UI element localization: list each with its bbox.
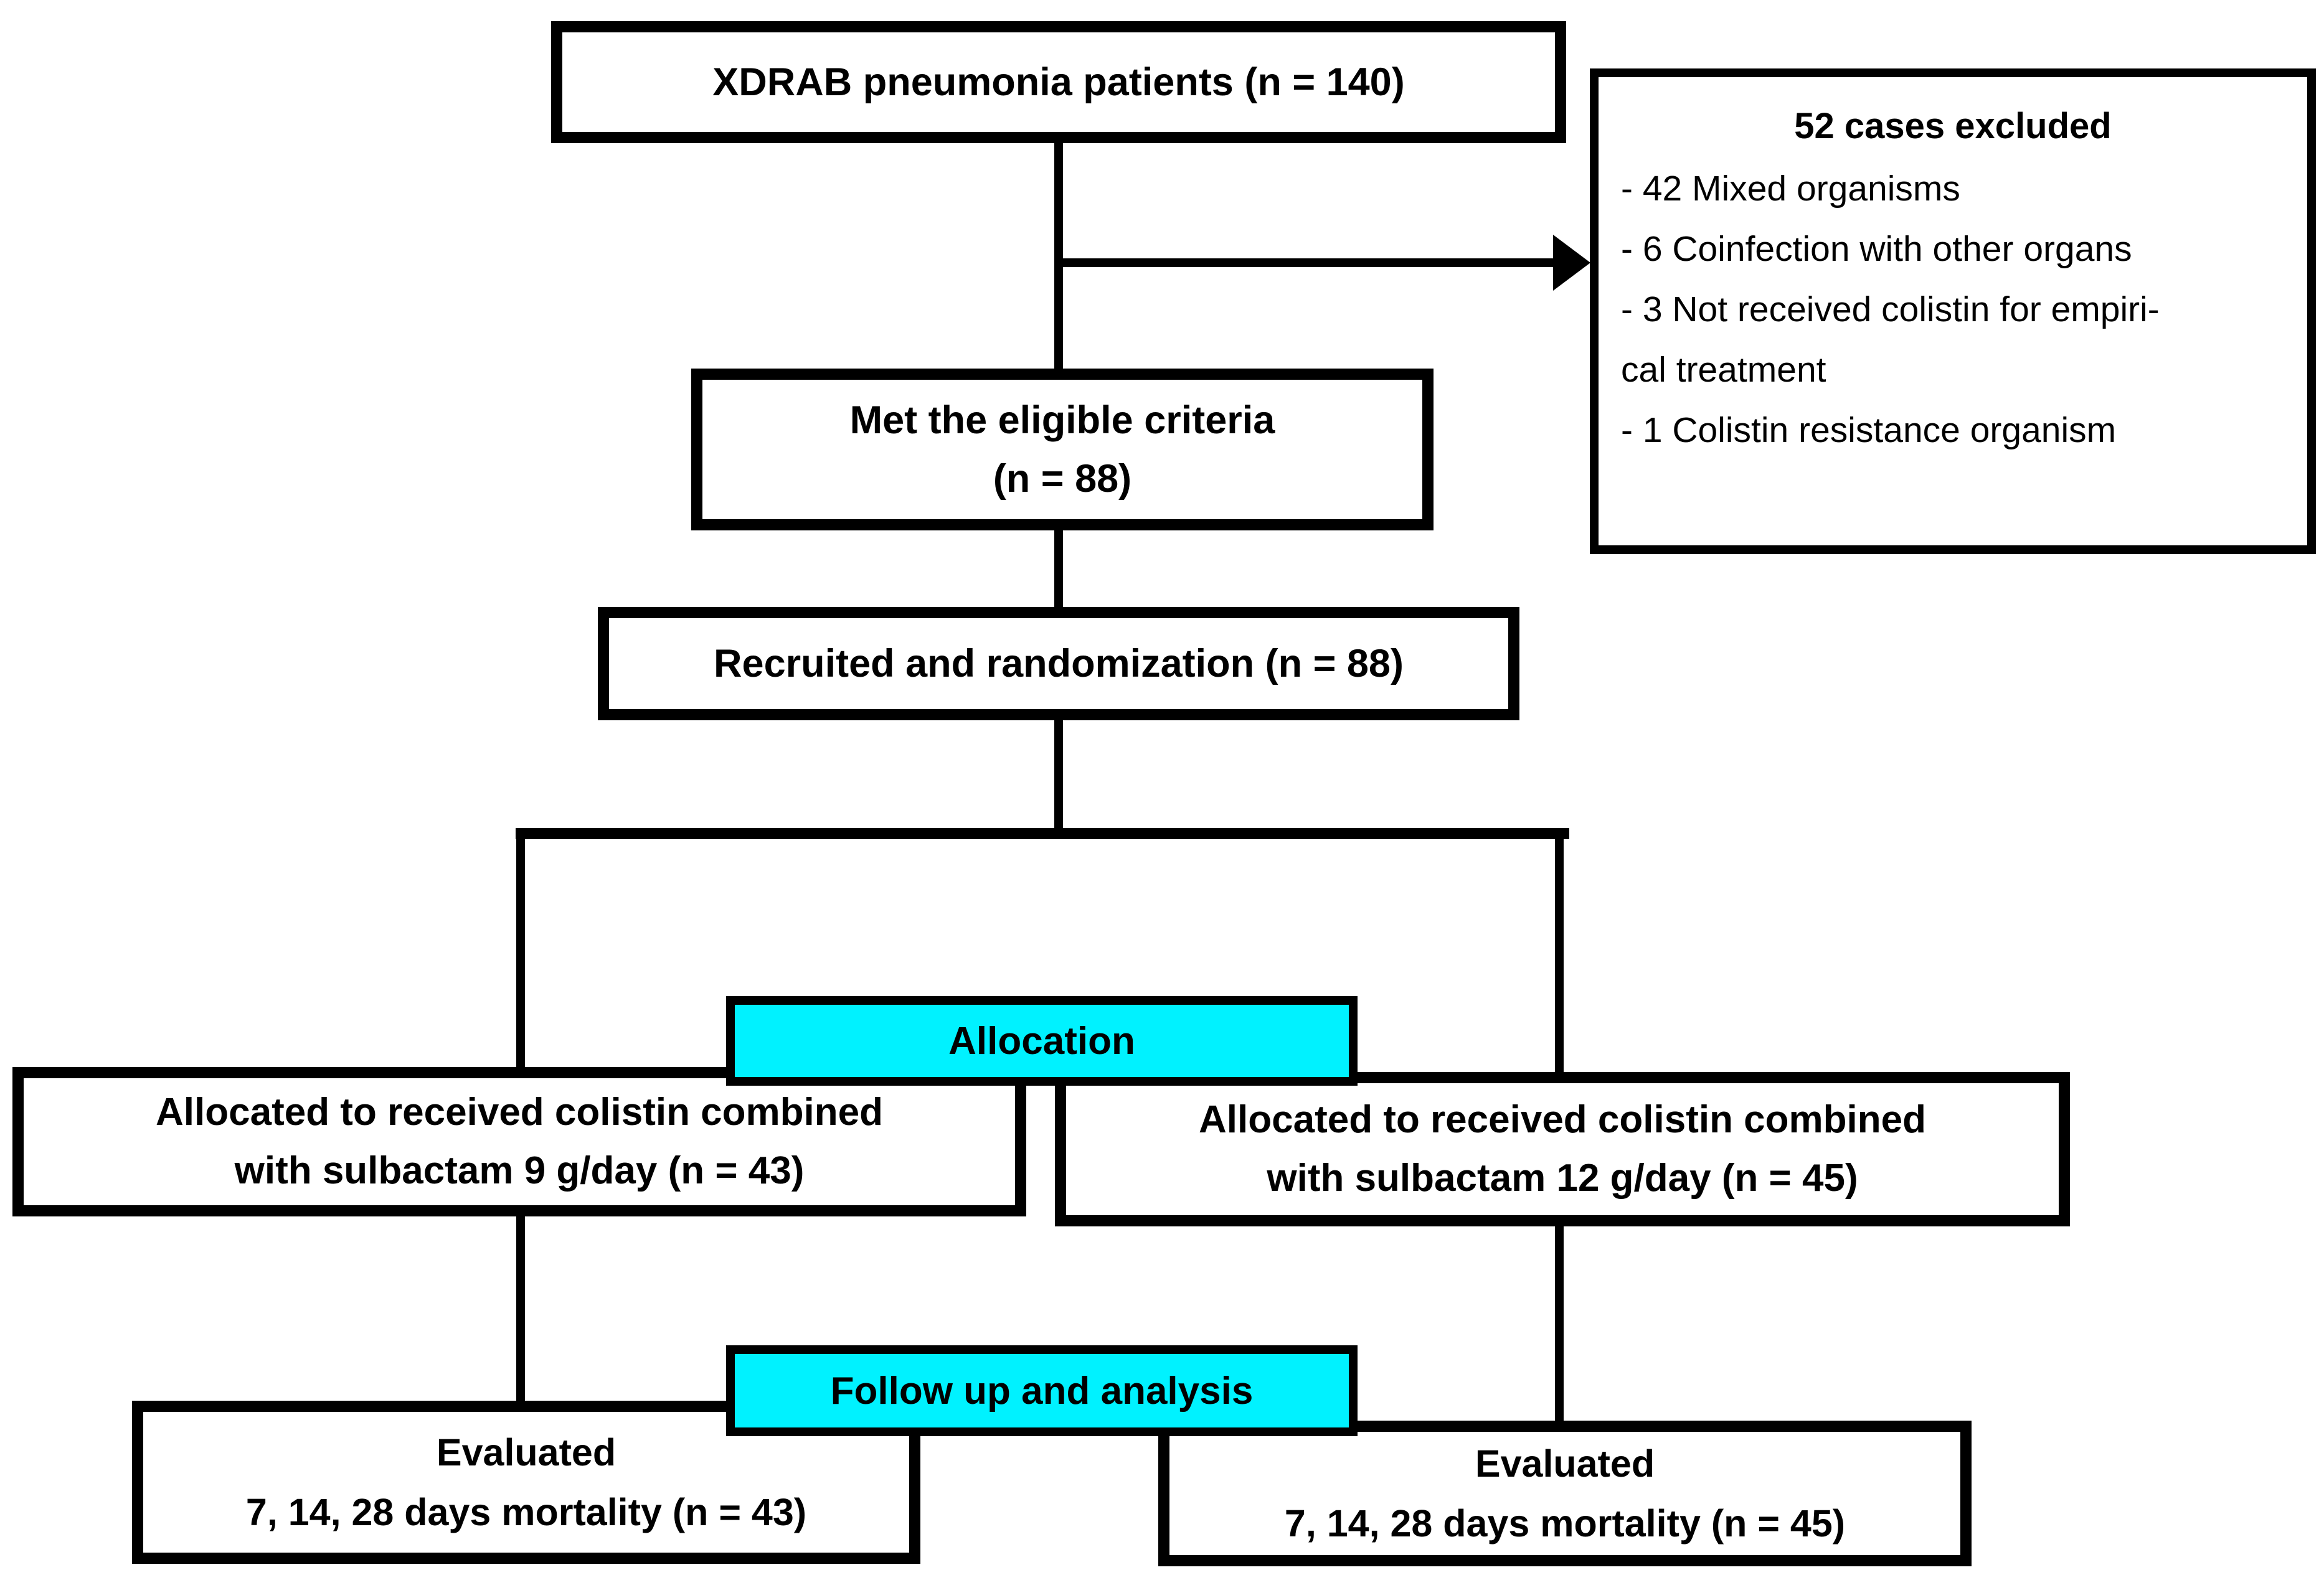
eval-right-line2: 7, 14, 28 days mortality (n = 45) bbox=[1284, 1502, 1846, 1545]
excluded-item: - 1 Colistin resistance organism bbox=[1621, 410, 2117, 450]
connector-eligible-to-recruited bbox=[1054, 528, 1063, 609]
split-bar bbox=[516, 828, 1569, 839]
excluded-item: - 6 Coinfection with other organs bbox=[1621, 229, 2132, 269]
followup-banner-label: Follow up and analysis bbox=[830, 1369, 1254, 1413]
excluded-box-title: 52 cases excluded bbox=[1794, 106, 2112, 146]
eligible-box: Met the eligible criteria (n = 88) bbox=[691, 369, 1434, 530]
eval-left-line1: Evaluated bbox=[436, 1431, 616, 1474]
excluded-box: 52 cases excluded - 42 Mixed organisms -… bbox=[1590, 68, 2316, 554]
excluded-item: - 3 Not received colistin for empiri- bbox=[1621, 289, 2160, 329]
patients-box-label: XDRAB pneumonia patients (n = 140) bbox=[712, 60, 1405, 104]
alloc-left-line2: with sulbactam 9 g/day (n = 43) bbox=[234, 1149, 805, 1192]
allocation-banner: Allocation bbox=[726, 996, 1358, 1086]
alloc-left-line1: Allocated to received colistin combined bbox=[156, 1091, 883, 1134]
eval-right-box: Evaluated 7, 14, 28 days mortality (n = … bbox=[1158, 1421, 1972, 1566]
excluded-item: cal treatment bbox=[1621, 350, 1826, 390]
eval-right-line1: Evaluated bbox=[1475, 1442, 1655, 1485]
connector-alloc-right-to-eval-right bbox=[1555, 1223, 1564, 1423]
exclusion-arrowhead-icon bbox=[1553, 235, 1590, 291]
followup-banner: Follow up and analysis bbox=[726, 1345, 1358, 1436]
eligible-box-line1: Met the eligible criteria bbox=[849, 398, 1275, 442]
connector-patients-to-eligible bbox=[1054, 142, 1063, 370]
eval-left-line2: 7, 14, 28 days mortality (n = 43) bbox=[245, 1491, 807, 1533]
excluded-item: - 42 Mixed organisms bbox=[1621, 169, 1960, 209]
recruited-box: Recruited and randomization (n = 88) bbox=[598, 607, 1519, 720]
alloc-right-line2: with sulbactam 12 g/day (n = 45) bbox=[1267, 1157, 1858, 1200]
alloc-left-box: Allocated to received colistin combined … bbox=[12, 1067, 1026, 1216]
eligible-box-line2: (n = 88) bbox=[993, 457, 1132, 501]
alloc-right-line1: Allocated to received colistin combined bbox=[1199, 1098, 1926, 1141]
recruited-box-label: Recruited and randomization (n = 88) bbox=[714, 642, 1404, 685]
alloc-right-box: Allocated to received colistin combined … bbox=[1055, 1072, 2070, 1226]
connector-split-to-alloc-left bbox=[516, 837, 525, 1071]
connector-exclusion-arrow-shaft bbox=[1059, 258, 1557, 267]
connector-alloc-left-to-eval-left bbox=[516, 1213, 525, 1403]
connector-split-to-alloc-right bbox=[1555, 837, 1564, 1076]
connector-recruited-to-split bbox=[1054, 718, 1063, 832]
patients-box: XDRAB pneumonia patients (n = 140) bbox=[551, 21, 1566, 143]
allocation-banner-label: Allocation bbox=[948, 1019, 1135, 1063]
